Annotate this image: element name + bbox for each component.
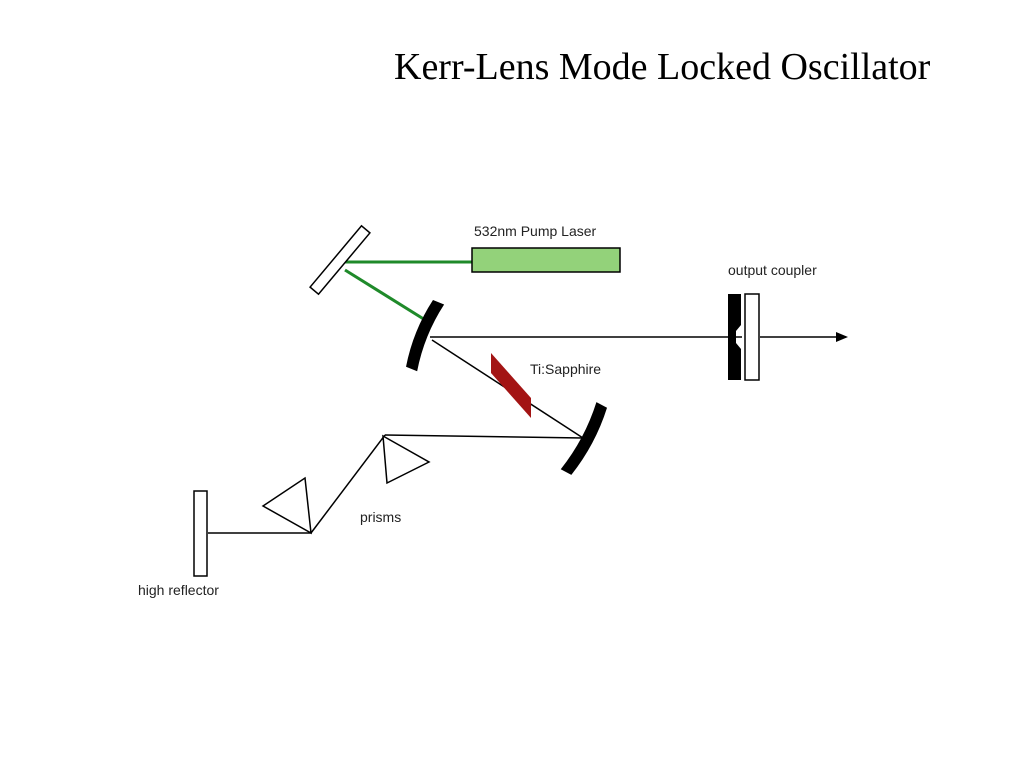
prism-1 bbox=[261, 476, 312, 535]
slide-title: Kerr-Lens Mode Locked Oscillator bbox=[394, 46, 931, 88]
pump-beam-diagonal bbox=[344, 268, 431, 325]
output-coupler-label: output coupler bbox=[728, 262, 817, 278]
pump-steering-mirror bbox=[309, 224, 371, 296]
high-reflector-mirror bbox=[193, 490, 208, 577]
high-reflector-label: high reflector bbox=[138, 582, 219, 598]
prism-2 bbox=[382, 434, 431, 485]
curved-mirror-1 bbox=[406, 299, 445, 372]
output-coupler-substrate bbox=[744, 293, 760, 381]
pump-laser-box bbox=[471, 247, 621, 273]
output-coupler-mask bbox=[728, 294, 741, 380]
curved-mirror-2 bbox=[560, 402, 608, 475]
cavity-beam-between-prisms bbox=[310, 434, 386, 534]
prisms-label: prisms bbox=[360, 509, 401, 525]
ti-sapphire-label: Ti:Sapphire bbox=[530, 361, 601, 377]
ti-sapphire-crystal bbox=[491, 353, 531, 418]
cavity-beam-to-prism-2 bbox=[384, 434, 584, 439]
pump-laser-label: 532nm Pump Laser bbox=[474, 223, 597, 239]
